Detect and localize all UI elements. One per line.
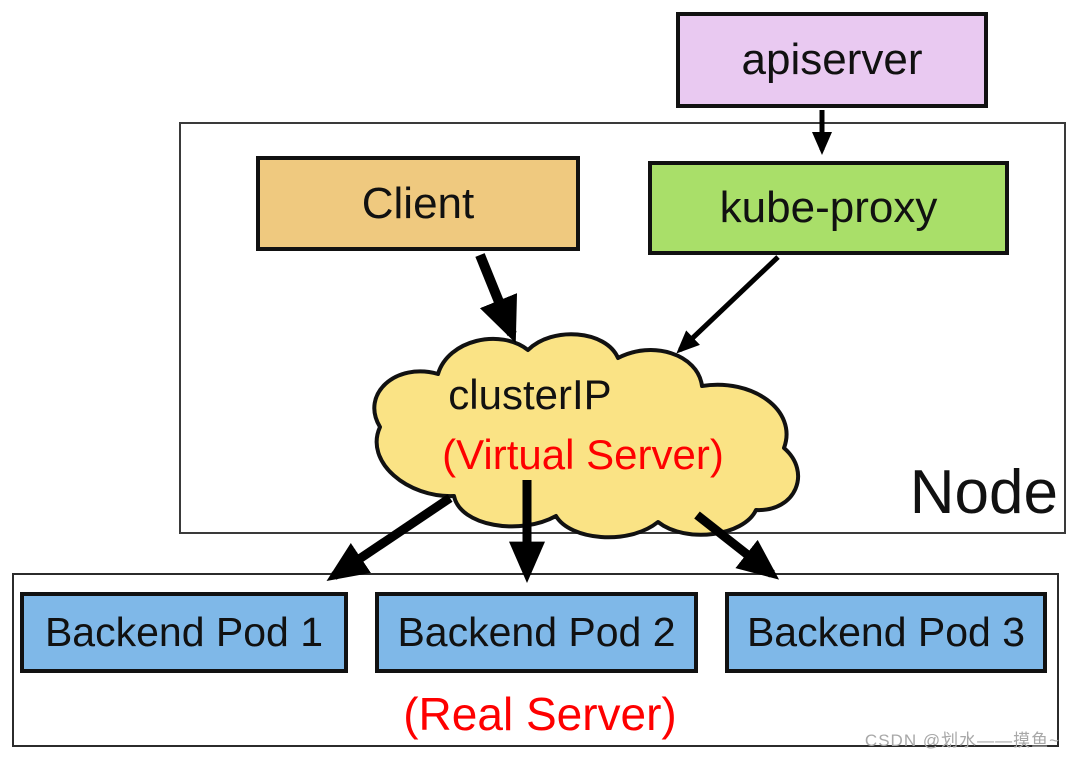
backend-pod-1-box: Backend Pod 1 — [20, 592, 348, 673]
virtual-server-label: (Virtual Server) — [442, 431, 724, 478]
backend-pod-3-label: Backend Pod 3 — [746, 609, 1026, 655]
backend-pod-3-box: Backend Pod 3 — [725, 592, 1047, 673]
kube-proxy-label: kube-proxy — [719, 183, 938, 232]
clusterip-label: clusterIP — [448, 371, 612, 418]
client-label: Client — [361, 178, 475, 228]
kube-proxy-box: kube-proxy — [648, 161, 1009, 255]
backend-pod-1-label: Backend Pod 1 — [44, 609, 324, 655]
client-box: Client — [256, 156, 580, 251]
apiserver-box: apiserver — [676, 12, 988, 108]
apiserver-label: apiserver — [741, 35, 923, 84]
backend-pod-2-label: Backend Pod 2 — [397, 609, 676, 655]
backend-pod-2-box: Backend Pod 2 — [375, 592, 698, 673]
real-server-label: (Real Server) — [403, 688, 677, 740]
watermark-text: CSDN @划水——摸鱼~ — [864, 731, 1060, 750]
node-label: Node — [909, 458, 1058, 527]
